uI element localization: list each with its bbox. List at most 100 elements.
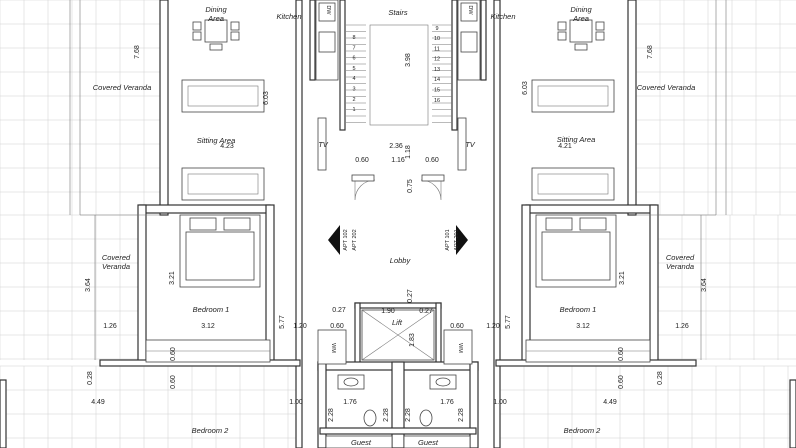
dimension-d-2-28-c: 2.28 xyxy=(405,408,412,422)
bedroom-1-right: Bedroom 1 xyxy=(560,305,597,314)
dimension-d-1-83: 1.83 xyxy=(409,333,416,347)
stair-number: 7 xyxy=(352,45,355,51)
dimension-d-6-03-right: 6.03 xyxy=(522,81,529,95)
dimension-d-5-77-left: 5.77 xyxy=(279,315,286,329)
dimension-d-2-28-a: 2.28 xyxy=(328,408,335,422)
stair-number: 13 xyxy=(434,67,440,73)
dimension-d-3-21-right: 3.21 xyxy=(619,271,626,285)
sofa-left-bottom xyxy=(181,167,265,201)
sofa-left-top xyxy=(181,79,265,113)
dimension-d-1-90: 1.90 xyxy=(381,308,395,315)
dimension-d-0-60-c: 0.60 xyxy=(330,323,344,330)
tv-left: TV xyxy=(318,140,329,149)
dw-left: DW xyxy=(325,5,331,15)
dimension-d-2-28-d: 2.28 xyxy=(458,408,465,422)
stair-number: 12 xyxy=(434,57,440,63)
dimension-d-3-12-left: 3.12 xyxy=(201,323,215,330)
dimension-d-0-28-right: 0.28 xyxy=(657,371,664,385)
dimension-d-0-60-a: 0.60 xyxy=(355,157,369,164)
bed-right xyxy=(535,214,617,288)
lift-label: Lift xyxy=(392,318,403,327)
tv-unit-left xyxy=(317,117,327,171)
bed-left xyxy=(179,214,261,288)
dimension-d-4-21: 4.21 xyxy=(558,143,572,150)
dimension-d-1-16: 1.16 xyxy=(391,157,405,164)
wm-left: WM xyxy=(330,343,336,353)
lobby-label: Lobby xyxy=(390,256,412,265)
dimension-d-5-77-right: 5.77 xyxy=(505,315,512,329)
dimension-d-4-49-left: 4.49 xyxy=(91,399,105,406)
dimension-d-1-00-right: 1.00 xyxy=(493,399,507,406)
stair-number: 3 xyxy=(352,87,355,93)
dimension-d-3-64-left: 3.64 xyxy=(85,278,92,292)
dimension-d-4-49-right: 4.49 xyxy=(603,399,617,406)
kitchen-left: Kitchen xyxy=(276,12,301,21)
dining-table-left xyxy=(192,19,240,51)
stair-number: 4 xyxy=(352,76,355,82)
dimension-d-3-21-left: 3.21 xyxy=(169,271,176,285)
stair-number: 14 xyxy=(434,77,440,83)
dimension-d-4-23: 4.23 xyxy=(220,143,234,150)
dimension-d-2-28-b: 2.28 xyxy=(383,408,390,422)
sofa-right-top xyxy=(531,79,615,113)
dimension-d-1-00-left: 1.00 xyxy=(289,399,303,406)
dimension-d-2-36: 2.36 xyxy=(389,143,403,150)
stair-number: 1 xyxy=(352,107,355,113)
stair-number: 16 xyxy=(434,98,440,104)
dw-right: DW xyxy=(467,5,473,15)
dimension-d-1-20-right: 1.20 xyxy=(486,323,500,330)
stair-number: 6 xyxy=(352,56,355,62)
tv-unit-right xyxy=(457,117,467,171)
dimension-d-0-60-e: 0.60 xyxy=(170,347,177,361)
dimension-d-7-68-left: 7.68 xyxy=(134,45,141,59)
bedroom-2-right: Bedroom 2 xyxy=(564,426,602,435)
washing-machine-right xyxy=(443,329,473,365)
dimension-d-1-76-left: 1.76 xyxy=(343,399,357,406)
covered-veranda-right: Covered Veranda xyxy=(637,83,696,92)
stair-well xyxy=(369,24,429,126)
dimension-d-7-68-right: 7.68 xyxy=(647,45,654,59)
kitchen-counters xyxy=(315,0,481,81)
stair-number: 5 xyxy=(352,66,355,72)
guest-wc-left: Guest xyxy=(351,438,372,447)
stair-number: 11 xyxy=(434,46,440,52)
wardrobe-left xyxy=(145,339,271,363)
wardrobe-right xyxy=(525,339,651,363)
stair-number: 9 xyxy=(435,26,438,32)
dimension-d-1-26-right: 1.26 xyxy=(675,323,689,330)
dimension-d-3-98: 3.98 xyxy=(405,53,412,67)
dimension-d-3-64-right: 3.64 xyxy=(701,278,708,292)
stairs xyxy=(346,24,452,126)
lift-shaft xyxy=(361,309,435,361)
lobby-door-swings xyxy=(351,174,445,201)
dimension-d-0-60-f: 0.60 xyxy=(170,375,177,389)
bedroom-1-left: Bedroom 1 xyxy=(193,305,230,314)
dining-table-right xyxy=(557,19,605,51)
kitchen-right: Kitchen xyxy=(490,12,515,21)
dimension-d-0-27-c: 0.27 xyxy=(407,289,414,303)
dimension-d-1-20-left: 1.20 xyxy=(293,323,307,330)
stair-number: 2 xyxy=(352,97,355,103)
sitting-area-left: Sitting Area xyxy=(197,136,236,145)
dimension-d-0-60-h: 0.60 xyxy=(618,375,625,389)
stair-number: 10 xyxy=(434,36,440,42)
sofa-right-bottom xyxy=(531,167,615,201)
dimension-d-3-12-right: 3.12 xyxy=(576,323,590,330)
stair-number: 15 xyxy=(434,88,440,94)
dimension-d-0-28-left: 0.28 xyxy=(87,371,94,385)
washing-machine-left xyxy=(317,329,347,365)
veranda-edges xyxy=(69,0,727,360)
stair-number: 8 xyxy=(352,35,355,41)
dimension-d-6-03-left: 6.03 xyxy=(263,91,270,105)
guest-wc-right: Guest xyxy=(418,438,439,447)
bedroom-2-left: Bedroom 2 xyxy=(192,426,230,435)
dimension-d-1-76-right: 1.76 xyxy=(440,399,454,406)
